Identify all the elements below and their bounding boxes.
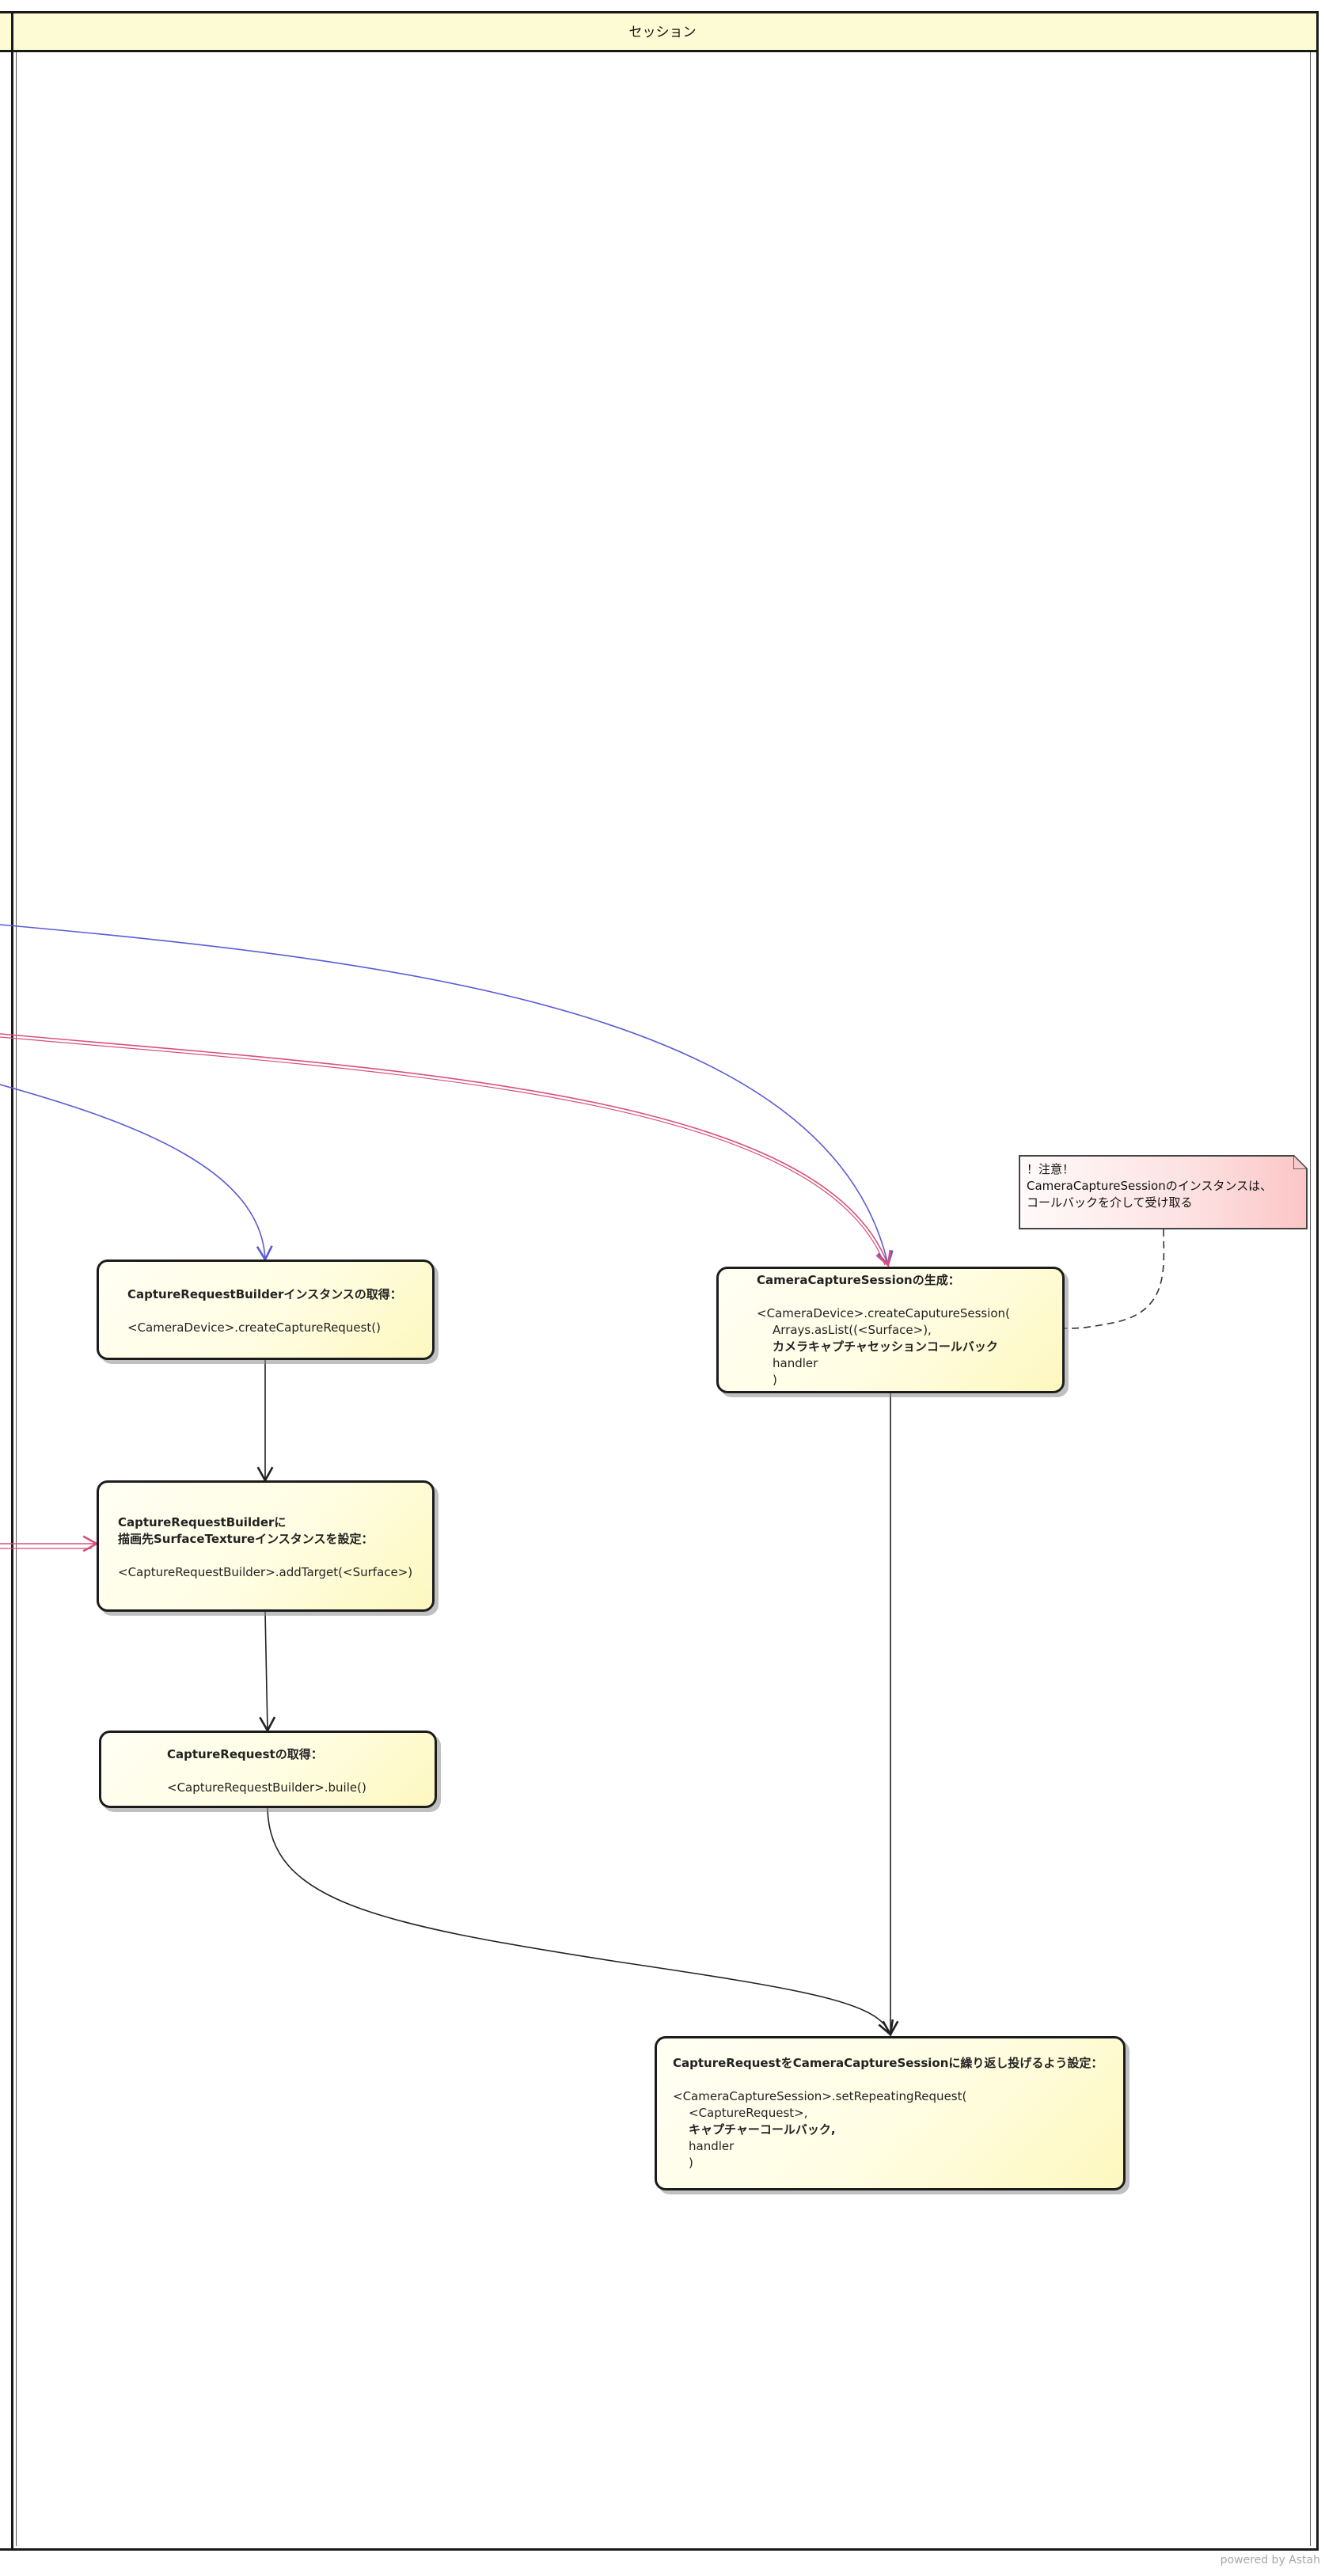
note-line: CameraCaptureSessionのインスタンスは、 (1027, 1179, 1273, 1193)
node-code-line: ) (773, 1373, 777, 1387)
edge-blue-to-get-builder (0, 1084, 273, 1262)
node-title: CaptureRequestをCameraCaptureSessionに繰り返し… (673, 2056, 1103, 2070)
swimlane-header (0, 11, 1319, 52)
action-create-capture-session[interactable]: CameraCaptureSessionの生成： <CameraDevice>.… (716, 1267, 1065, 1393)
action-set-repeating-request[interactable]: CaptureRequestをCameraCaptureSessionに繰り返し… (655, 2036, 1126, 2190)
node-title: CaptureRequestBuilderに (118, 1515, 287, 1529)
node-title-line2: 描画先SurfaceTextureインスタンスを設定： (118, 1532, 374, 1546)
node-title: CaptureRequestBuilderインスタンスの取得： (127, 1287, 402, 1301)
swimlane-left-inner-line (16, 52, 17, 2546)
swimlane-frame (0, 11, 1319, 2551)
node-code-line: <CaptureRequestBuilder>.buile() (167, 1780, 366, 1795)
action-get-capture-request[interactable]: CaptureRequestの取得： <CaptureRequestBuilde… (99, 1731, 437, 1808)
node-code-line: <CameraDevice>.createCaptureRequest() (127, 1320, 381, 1335)
action-set-target-surface[interactable]: CaptureRequestBuilderに 描画先SurfaceTexture… (97, 1480, 435, 1612)
swimlane-title: セッション (628, 25, 697, 40)
edge-red-to-create-session (0, 1033, 892, 1267)
astah-watermark: powered by Astah (1220, 2554, 1320, 2567)
node-code-line: ) (689, 2156, 693, 2170)
node-code-line: <CaptureRequestBuilder>.addTarget(<Surfa… (118, 1565, 413, 1579)
note-line: ！注意！ (1027, 1162, 1075, 1176)
node-code-line: <CameraCaptureSession>.setRepeatingReque… (673, 2089, 967, 2103)
node-code-line: カメラキャプチャセッションコールバック (773, 1339, 998, 1354)
action-get-capture-request-builder[interactable]: CaptureRequestBuilderインスタンスの取得： <CameraD… (97, 1260, 435, 1360)
node-title: CaptureRequestの取得： (167, 1747, 323, 1761)
edge-set-target-to-get-request (259, 1611, 276, 1733)
swimlane-right-inner-line (1310, 52, 1311, 2546)
node-code-line: handler (689, 2139, 735, 2153)
node-code-line: <CaptureRequest>, (689, 2106, 808, 2120)
node-title: CameraCaptureSessionの生成： (757, 1273, 960, 1287)
node-code-line: handler (773, 1356, 818, 1370)
swimlane-left-border (11, 11, 13, 2551)
note-line: コールバックを介して受け取る (1027, 1195, 1193, 1210)
node-code-line: <CameraDevice>.createCaputureSession( (757, 1306, 1010, 1320)
edge-blue-to-create-session (0, 924, 894, 1267)
warning-note[interactable]: ！注意！ CameraCaptureSessionのインスタンスは、 コールバッ… (1019, 1155, 1308, 1229)
node-code-line: Arrays.asList((<Surface>), (773, 1323, 932, 1337)
node-code-line: キャプチャーコールバック, (689, 2122, 836, 2137)
note-fold-corner (1293, 1155, 1308, 1169)
note-connector (1064, 1229, 1165, 1329)
edge-get-request-to-repeating (267, 1807, 894, 2037)
